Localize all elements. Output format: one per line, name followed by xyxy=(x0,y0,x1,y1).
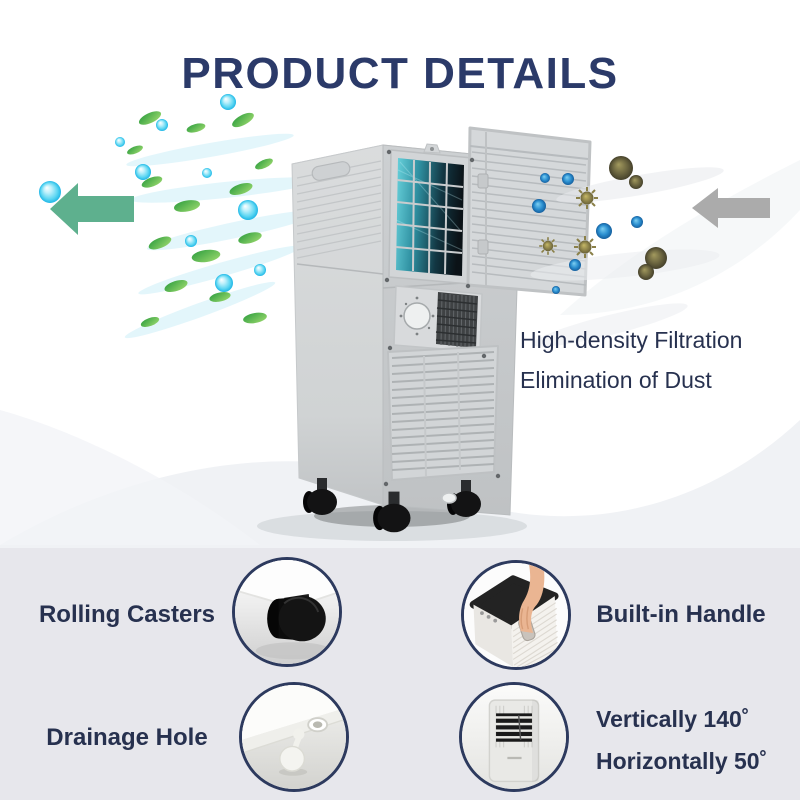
exhaust-vent xyxy=(435,292,478,349)
caption-line-2: Elimination of Dust xyxy=(520,367,712,393)
filter-opening xyxy=(388,143,473,285)
removed-filter-panel xyxy=(466,126,592,297)
dust-particles xyxy=(532,156,667,294)
carry-handle-recess xyxy=(311,161,351,181)
feature-label-oscillation: Vertically 140˚ Horizontally 50˚ xyxy=(596,698,767,782)
water-bubbles xyxy=(39,94,266,292)
hero-caption: High-density Filtration Elimination of D… xyxy=(520,320,742,400)
hero-section xyxy=(0,90,800,550)
hand-gripping-handle-icon xyxy=(464,563,568,667)
feature-label-built-in-handle: Built-in Handle xyxy=(596,601,766,628)
clean-air-flow xyxy=(39,94,324,339)
caption-line-1: High-density Filtration xyxy=(520,327,743,353)
oscillation-line-horizontal: Horizontally 50˚ xyxy=(596,748,768,774)
feature-image-oscillation xyxy=(459,682,569,792)
drain-plug-icon xyxy=(242,685,346,789)
feature-image-drainage-hole xyxy=(239,682,349,792)
louver-vent-icon xyxy=(462,685,566,789)
green-leaves xyxy=(127,111,273,327)
feature-label-drainage-hole: Drainage Hole xyxy=(46,724,208,751)
louver-panel xyxy=(387,345,499,481)
dust-arrow-icon xyxy=(692,188,770,228)
ac-left-panel xyxy=(291,144,384,506)
page-title: PRODUCT DETAILS xyxy=(181,49,619,99)
air-conditioner-illustration xyxy=(0,94,800,550)
oscillation-line-vertical: Vertically 140˚ xyxy=(596,706,750,732)
ac-unit xyxy=(257,126,592,541)
feature-image-rolling-casters xyxy=(232,557,342,667)
drain-outlet xyxy=(441,492,457,504)
control-knob xyxy=(403,302,431,330)
feature-image-built-in-handle xyxy=(461,560,571,670)
caster-wheel-icon xyxy=(235,560,339,664)
dust-flow xyxy=(530,156,770,347)
feature-label-rolling-casters: Rolling Casters xyxy=(38,601,216,628)
screws xyxy=(383,149,501,487)
control-knob-panel xyxy=(393,285,483,353)
filter-grid xyxy=(395,159,464,275)
clean-air-arrow-icon xyxy=(50,183,134,235)
features-section: Rolling Casters xyxy=(0,548,800,800)
